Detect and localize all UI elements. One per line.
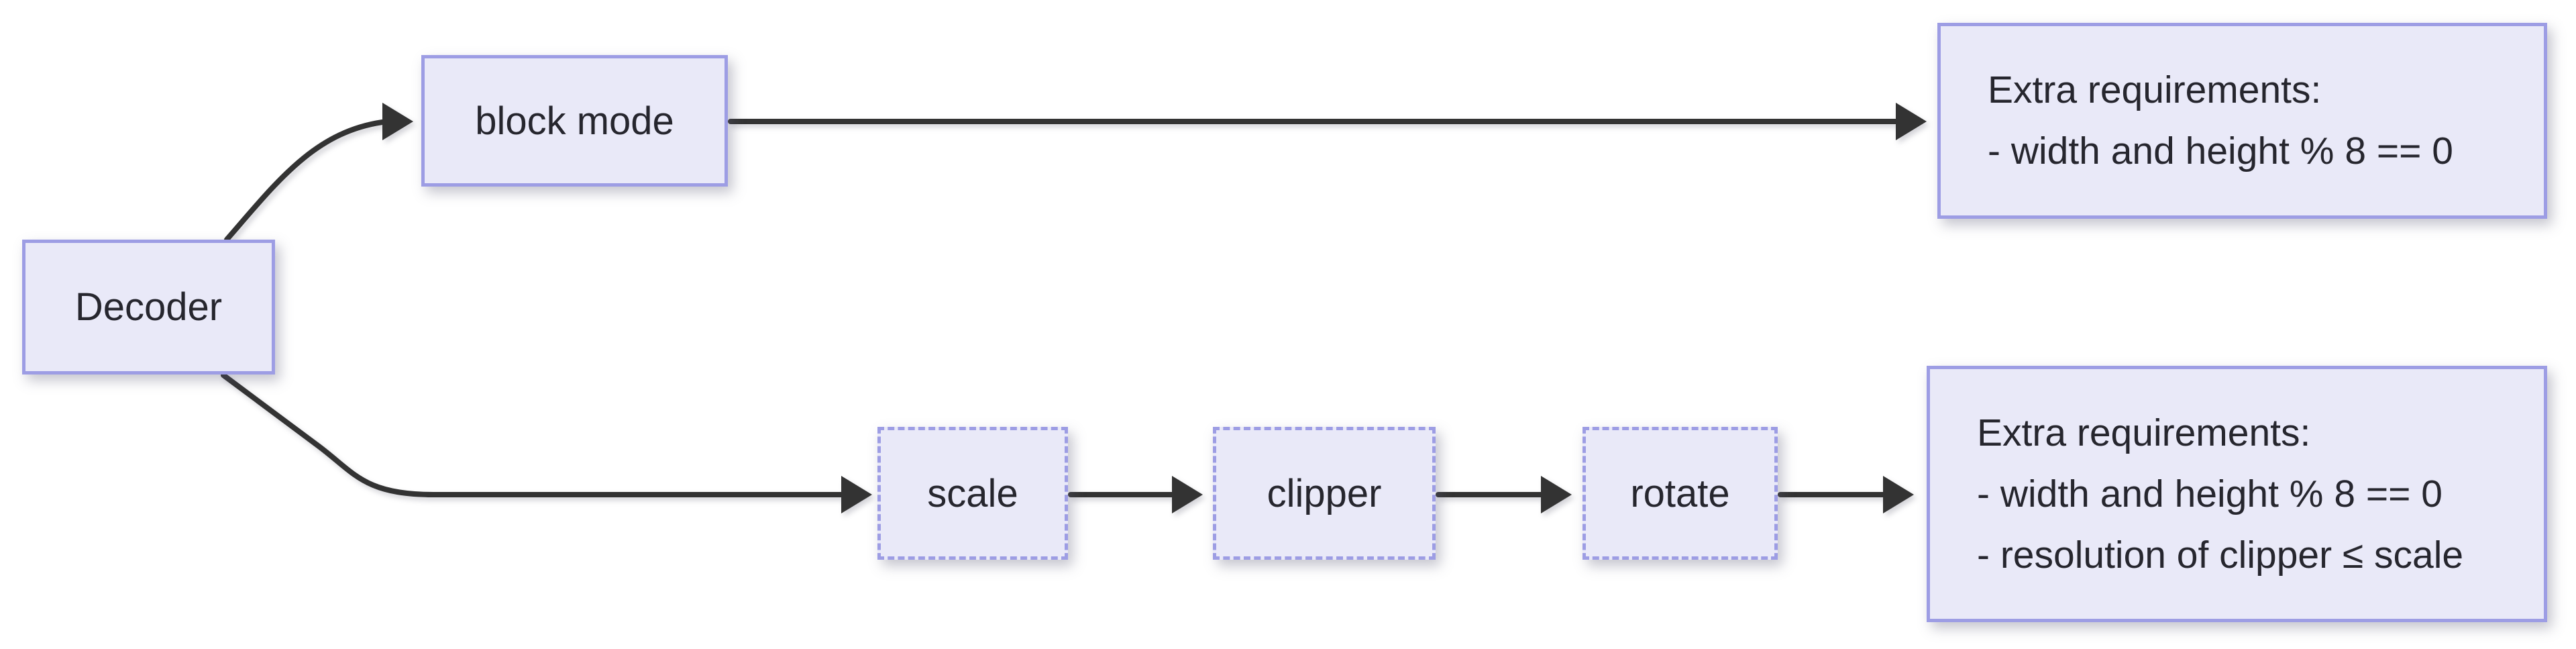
note-line: - width and height % 8 == 0	[1988, 130, 2453, 172]
arrowhead	[841, 476, 872, 513]
edge-scale-to-clipper	[1068, 476, 1203, 513]
edge-clipper-to-rotate	[1436, 476, 1572, 513]
node-label: scale	[927, 471, 1018, 515]
edge-block-mode-to-extra-top	[728, 103, 1927, 140]
arrowhead	[1172, 476, 1203, 513]
node-scale: scale	[877, 427, 1068, 560]
note-line: - resolution of clipper ≤ scale	[1977, 533, 2464, 577]
node-label: Decoder	[74, 285, 223, 329]
arrowhead	[382, 103, 413, 140]
edge-decoder-to-scale	[221, 372, 872, 513]
note-line: Extra requirements:	[1977, 411, 2311, 454]
node-label: block mode	[475, 99, 674, 143]
arrowhead	[1541, 476, 1572, 513]
node-decoder: Decoder	[22, 240, 275, 375]
edge-curve	[224, 119, 385, 242]
node-extra-requirements-bottom: Extra requirements: - width and height %…	[1927, 366, 2547, 622]
note-line: - width and height % 8 == 0	[1977, 472, 2443, 515]
node-label: rotate	[1630, 471, 1730, 515]
node-rotate: rotate	[1582, 427, 1778, 560]
node-label: clipper	[1267, 471, 1382, 515]
node-extra-requirements-top: Extra requirements: - width and height %…	[1937, 23, 2547, 219]
edge-curve	[221, 372, 844, 497]
arrowhead	[1896, 103, 1927, 140]
arrowhead	[1883, 476, 1914, 513]
edge-decoder-to-block-mode	[224, 103, 413, 242]
note-line: Extra requirements:	[1988, 68, 2322, 111]
edge-rotate-to-extra-bottom	[1778, 476, 1914, 513]
node-clipper: clipper	[1213, 427, 1436, 560]
node-block-mode: block mode	[421, 55, 728, 187]
